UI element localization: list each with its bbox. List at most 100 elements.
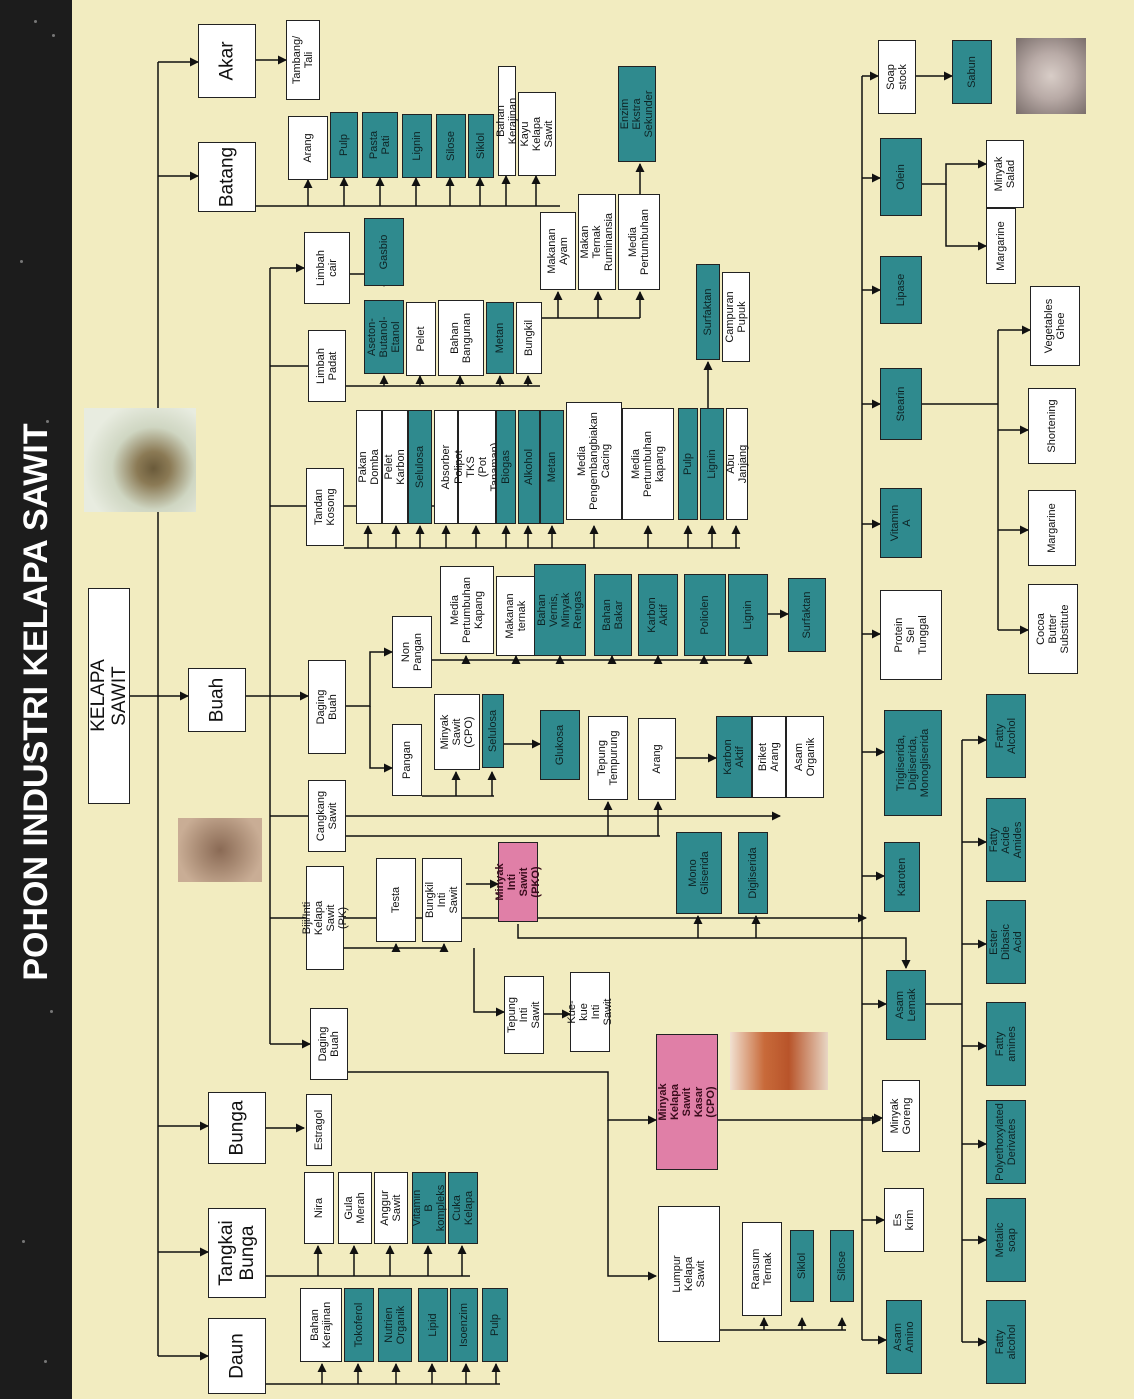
node-label: Vitamin A (889, 504, 913, 542)
node-label: Kue-kue Inti Sawit (566, 998, 614, 1026)
node-limbah-cair: Limbah cair (304, 232, 350, 304)
node-label: Trigliserida, Digliserida, Monogliserida (895, 728, 931, 798)
node-poliolen: Poliolen (684, 574, 726, 656)
node-label: Silose (445, 131, 457, 161)
node-metan-lp: Metan (486, 302, 514, 374)
node-label: Metan (494, 322, 506, 354)
node-label: Bunga (226, 1100, 248, 1156)
node-label: Digliserida (747, 847, 759, 899)
node-label: Lipase (895, 273, 907, 307)
node-label: Akar (216, 41, 238, 81)
node-label: Selulosa (487, 709, 499, 753)
node-label: Bungkil (523, 319, 535, 357)
node-fatty-alcohol-1: Fatty Alcohol (986, 694, 1026, 778)
node-label: Batang (216, 146, 238, 208)
node-label: Bahan Bakar (601, 599, 625, 631)
node-label: Arang (302, 133, 314, 163)
node-estragol: Estragol (306, 1094, 332, 1166)
node-cpo: Minyak Kelapa Sawit Kasar (CPO) (656, 1034, 718, 1170)
node-label: Mono Gliserida (687, 851, 711, 895)
node-shortening: Shortening (1028, 388, 1076, 464)
node-anggur-sawit: Anggur Sawit (374, 1172, 408, 1244)
node-label: Bahan Vernis, Minyak Rengas (536, 591, 584, 629)
node-label: Tambang/ Tali (291, 35, 315, 85)
node-label: Limbah Padat (315, 347, 339, 385)
node-lipase: Lipase (880, 256, 922, 324)
node-label: Estragol (313, 1109, 325, 1151)
node-gasbio: Gasbio (364, 218, 404, 286)
node-label: Siklol (475, 132, 487, 160)
texture-dot (34, 20, 37, 23)
node-label: Testa (390, 886, 402, 914)
node-lumpur: Lumpur Kelapa Sawit (658, 1206, 720, 1342)
node-cuka-kelapa: Cuka Kelapa (448, 1172, 478, 1244)
node-polipot: Polipot TKS (Pot Tanaman) (453, 410, 501, 524)
node-siklol-batang: Siklol (468, 114, 494, 178)
node-label: Biji/Inti Kelapa Sawit (PK) (301, 900, 349, 936)
node-fatty-amines: Fatty amines (986, 1002, 1026, 1086)
node-label: Daging Buah (317, 1026, 341, 1062)
node-minyak-goreng: Minyak Goreng (882, 1080, 920, 1152)
node-label: Kayu Kelapa Sawit (519, 116, 555, 152)
node-polyethoxylated: Polyethoxylated Derivates (986, 1100, 1026, 1184)
texture-dot (46, 420, 49, 423)
node-minyak-cpo-small: Minyak Sawit (CPO) (434, 694, 480, 770)
node-label: Lipid (427, 1313, 439, 1337)
node-abu-janjang: Abu Janjang (725, 408, 749, 520)
node-metan-tk: Metan (540, 410, 564, 524)
node-cangkang: Cangkang Sawit (308, 780, 346, 852)
node-label: Pulp (682, 452, 694, 476)
texture-dot (52, 34, 55, 37)
node-bungkil-lp: Bungkil (516, 302, 542, 374)
node-protein-sel: Protein Sel Tunggal (880, 590, 942, 680)
node-biji-inti: Biji/Inti Kelapa Sawit (PK) (301, 866, 349, 970)
node-label: Cangkang Sawit (315, 790, 339, 842)
node-label: Minyak Salad (993, 156, 1017, 192)
node-label: Olein (895, 164, 907, 190)
node-label: Poliolen (699, 595, 711, 635)
node-label: Surfaktan (801, 591, 813, 639)
node-pulp-tk: Pulp (678, 408, 698, 520)
node-minyak-salad: Minyak Salad (986, 140, 1024, 208)
node-label: Media Pertumbuhan (627, 208, 651, 276)
node-label: Non Pangan (400, 633, 424, 671)
node-label: Minyak Goreng (889, 1097, 913, 1135)
node-biogas: Biogas (496, 410, 516, 524)
node-label: Fatty Alcohol (994, 717, 1018, 755)
node-media-kapang-db: Media Pertumbuhan Kapang (440, 566, 494, 654)
node-label: Polyethoxylated Derivates (994, 1103, 1018, 1181)
node-label: Makan Ternak Ruminansia (579, 212, 615, 272)
texture-dot (20, 260, 23, 263)
node-label: Pulp (338, 133, 350, 157)
node-label: Pasta Pati (368, 130, 392, 160)
node-lignin-tk: Lignin (700, 408, 724, 520)
node-label: Selulosa (414, 445, 426, 489)
node-olein: Olein (880, 138, 922, 216)
node-label: Vegetables Ghee (1043, 298, 1067, 354)
node-karbon-aktif-c: Karbon Aktif (716, 716, 752, 798)
node-label: Fatty amines (994, 1026, 1018, 1062)
node-label: Alkohol (523, 448, 535, 486)
node-tambang: Tambang/ Tali (286, 20, 320, 100)
node-label: Lignin (742, 600, 754, 630)
node-label: Absorber (440, 444, 452, 490)
node-bahan-vernis: Bahan Vernis, Minyak Rengas (534, 564, 586, 656)
node-label: Surfaktan (702, 288, 714, 336)
node-lignin-batang: Lignin (402, 114, 432, 178)
node-cocoa-butter: Cocoa Butter Substitute (1028, 584, 1078, 674)
node-label: Polipot TKS (Pot Tanaman) (453, 442, 501, 492)
node-selulosa-tk: Selulosa (408, 410, 432, 524)
node-label: Ester Dibasic Acid (988, 923, 1024, 961)
node-label: Cuka Kelapa (451, 1190, 475, 1226)
node-pulp-batang: Pulp (330, 112, 358, 178)
node-label: Tangkai Bunga (216, 1220, 258, 1286)
node-label: Bahan Kerajinan (495, 97, 519, 145)
node-es-krim: Es krim (884, 1188, 924, 1252)
node-bungkil-inti: Bungkil Inti Sawit (422, 858, 462, 942)
node-campuran-pupuk: Campuran Pupuk (722, 272, 750, 362)
node-label: Soap stock (885, 64, 909, 90)
node-bahan-kerajinan-daun: Bahan Kerajinan (300, 1288, 342, 1362)
node-bahan-bangunan: Bahan Bangunan (438, 300, 484, 376)
node-label: Campuran Pupuk (724, 291, 748, 343)
node-label: Daging Buah (315, 689, 339, 725)
